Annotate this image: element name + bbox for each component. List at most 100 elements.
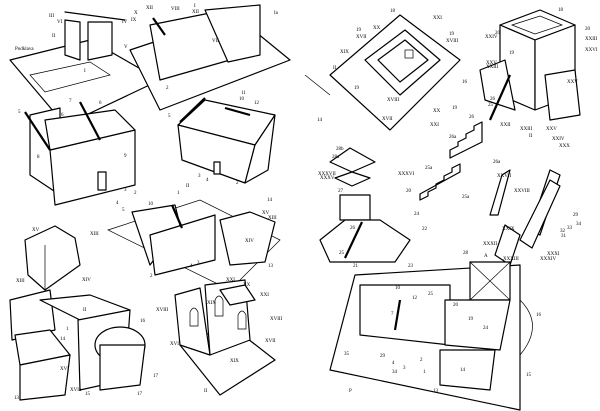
reference-label: 34 (576, 222, 582, 227)
reference-label: 19 (468, 317, 474, 322)
reference-label: VIII (171, 7, 180, 12)
reference-label: 13 (14, 396, 20, 401)
reference-label: XIX (230, 359, 239, 364)
fig-tower-walls (174, 279, 276, 396)
reference-label: Ia (274, 11, 279, 16)
reference-label: XXIII (486, 65, 499, 70)
fig-box-assembly (9, 11, 161, 126)
reference-label: 6 (61, 113, 64, 118)
reference-label: XXVII (497, 174, 511, 179)
reference-label: 10 (148, 202, 154, 207)
reference-label: 16 (536, 313, 542, 318)
fig-tower-top-view (304, 14, 461, 131)
reference-label: 11 (241, 91, 246, 96)
reference-label: 19 (356, 28, 362, 33)
reference-label: 26a (449, 135, 457, 140)
reference-label: 25a (425, 166, 433, 171)
reference-label: 20 (585, 27, 591, 32)
reference-label: 29 (573, 213, 579, 218)
reference-label: 33 (567, 226, 573, 231)
reference-label: 19 (354, 86, 360, 91)
reference-label: 2 (166, 86, 169, 91)
reference-label: 25 (428, 292, 434, 297)
reference-label: 14 (60, 337, 66, 342)
reference-label: XXXV (320, 176, 335, 181)
reference-label: XVII (382, 117, 393, 122)
reference-label: XV (262, 211, 270, 216)
reference-label: 6 (99, 101, 102, 106)
reference-label: 28 (463, 251, 469, 256)
reference-label: 28a (332, 155, 340, 160)
reference-label: 4 (116, 201, 119, 206)
reference-label: XXIV (552, 137, 565, 142)
reference-label: 15 (85, 392, 91, 397)
reference-label: 1 (177, 191, 180, 196)
reference-label: II (52, 34, 56, 39)
reference-label: 16 (462, 80, 468, 85)
reference-label: 17 (153, 374, 159, 379)
fig-roof-exploded (319, 147, 411, 263)
reference-label: 5 (122, 208, 125, 213)
reference-label: VI (57, 20, 63, 25)
reference-label: II (204, 389, 208, 394)
reference-label: 26a (493, 160, 501, 165)
reference-label: 2 (134, 191, 137, 196)
reference-label: XVII (265, 339, 276, 344)
reference-label: XXXIV (540, 257, 556, 262)
reference-label: 25a (462, 195, 470, 200)
reference-label: 26 (490, 97, 496, 102)
reference-label: XVII (170, 342, 181, 347)
reference-label: II (186, 184, 190, 189)
reference-label: 27 (338, 189, 344, 194)
reference-label: XIX (340, 50, 349, 55)
reference-label: P (349, 389, 352, 394)
reference-label: XX (243, 283, 251, 288)
reference-label: 7 (69, 99, 72, 104)
reference-label: XXVIII (514, 189, 530, 194)
reference-label: 26 (469, 115, 475, 120)
reference-label: XXI (226, 278, 235, 283)
reference-label: XXXVII (318, 172, 336, 177)
reference-label: 1 (423, 370, 426, 375)
reference-label: XV (32, 228, 40, 233)
reference-label: XXV (486, 61, 497, 66)
reference-label: 28b (336, 147, 344, 152)
reference-label: A (484, 254, 488, 259)
reference-label: II (83, 308, 87, 313)
reference-label: 12 (254, 101, 260, 106)
reference-label: II (529, 134, 533, 139)
reference-label: 1 (66, 327, 69, 332)
reference-label: 21 (353, 264, 359, 269)
reference-label: 25 (339, 251, 345, 256)
reference-label: XX (433, 109, 441, 114)
reference-label: 3 (198, 174, 201, 179)
fig-round-annex (9, 289, 146, 401)
reference-label: XXI (260, 293, 269, 298)
reference-label: 2 (150, 274, 153, 279)
fig-annex-piece (24, 225, 81, 291)
reference-label: XXXI (547, 252, 560, 257)
reference-label: 23 (408, 264, 414, 269)
reference-label: XXIV (485, 35, 498, 40)
reference-label: 31 (561, 234, 567, 239)
fig-stairs-right (494, 179, 561, 266)
labels-layer: IIIVIIIIVVPodklavaIXIIXIXVIIIXIIIIaVII27… (14, 4, 598, 401)
reference-label: V (124, 45, 128, 50)
reference-label: 14 (267, 198, 273, 203)
reference-label: 17 (137, 392, 143, 397)
reference-label: 16 (140, 319, 146, 324)
reference-label: 5 (18, 110, 21, 115)
reference-label: 34 (392, 370, 398, 375)
reference-label: X (134, 11, 138, 16)
reference-label: II (333, 66, 337, 71)
reference-label: 3 (197, 261, 200, 266)
reference-label: I (84, 69, 86, 74)
reference-label: XXXII (483, 242, 497, 247)
reference-label: XXIII (585, 37, 598, 42)
reference-label: 20 (495, 31, 501, 36)
reference-label: XIII (268, 216, 277, 221)
reference-label: 2 (420, 358, 423, 363)
reference-label: 24 (483, 326, 489, 331)
reference-label: 24 (414, 212, 420, 217)
reference-label: 4 (206, 178, 209, 183)
